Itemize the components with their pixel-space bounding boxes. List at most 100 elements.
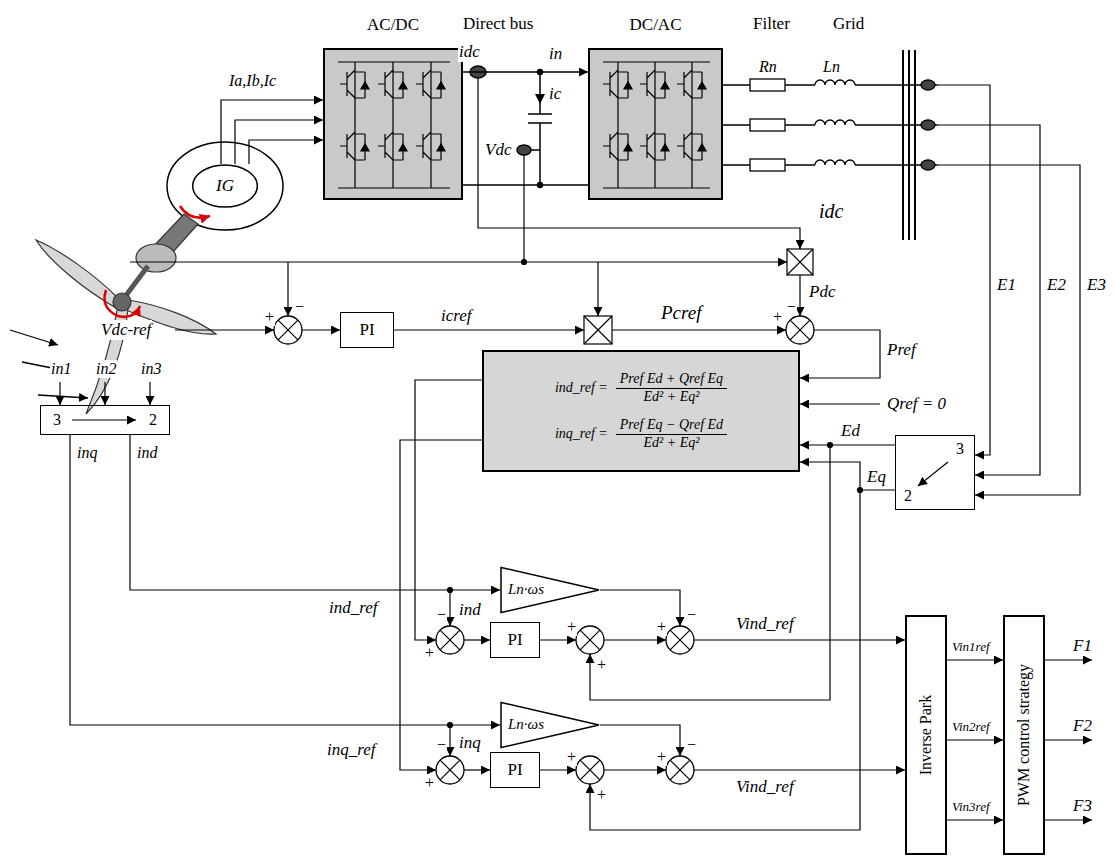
signal-name: Ed [840,421,861,441]
converter-drawing [323,48,723,200]
connector [800,462,895,490]
section-heading: Direct bus [462,14,534,34]
sign-symbol: + [656,618,667,636]
connector [947,739,1003,740]
signal-name: idc [818,200,844,223]
connector [130,435,500,590]
sign-symbol: − [686,606,697,624]
triangle-shape [501,567,599,612]
connector [463,184,588,186]
sign-symbol: + [656,748,667,766]
section-heading: Filter [752,14,791,34]
signal-name: icref [440,306,473,326]
ellipse-shape [193,165,258,207]
wind-turbine [10,142,283,414]
connector [235,120,323,164]
sign-symbol: + [264,308,275,326]
component-name: Ln [822,58,841,76]
gain-triangle: Ln·ωs [500,567,600,613]
signal-name: inq [76,444,98,462]
converter-outline [323,48,463,200]
node-text: Ed² + Eq² [643,435,699,451]
signal-name: ind [136,444,158,462]
signal-name: E3 [1086,275,1107,295]
sign-symbol: + [424,644,435,662]
inverse-park-block: Inverse Park [905,615,947,855]
sign-symbol: + [596,786,607,804]
node-text: 3 [53,411,61,429]
sign-symbol: − [294,298,305,316]
signal-name: idc [458,42,481,62]
connector [70,435,500,725]
sign-symbol: + [424,774,435,792]
converter-outline [588,48,723,200]
signal-name: Vdc-ref [100,320,152,340]
sign-symbol: − [436,606,447,624]
signal-name: Pcref [660,302,702,324]
sign-symbol: + [772,308,783,326]
signal-name: F2 [1072,716,1093,736]
park-transform-box: 32 [40,405,170,435]
generator-circle: IG [192,164,258,208]
node-text: Ln·ωs [508,581,544,598]
signal-name: Vdc [484,140,512,160]
park-transform-box: 32 [895,435,975,510]
grid-filter-drawing [723,50,938,240]
node-text: IG [216,176,234,196]
converter-block: DC/AC [588,10,723,200]
signal-name: in [548,44,563,64]
sign-symbol: + [566,618,577,636]
converter-block: AC/DC [323,10,463,200]
signal-name: in3 [140,360,162,378]
signal-name: in2 [95,360,117,378]
connector [221,100,323,164]
sign-symbol: + [566,748,577,766]
node-text: 2 [904,487,912,505]
node-text: 3 [956,440,964,458]
formula-row: inq_ref = Pref Eq − Qref EdEd² + Eq² [555,417,727,451]
signal-name: Eq [866,467,887,487]
signal-name: ind_ref [328,598,378,618]
triangle-shape [501,702,599,747]
connector [947,659,1003,660]
signal-name: F3 [1072,796,1093,816]
node-text: Ed² + Eq² [643,389,699,405]
sign-symbol: − [786,298,797,316]
node-text: DC/AC [588,10,723,40]
signal-name: Ia,Ib,Ic [228,72,277,90]
fraction: Pref Eq − Qref EdEd² + Eq² [616,417,727,451]
gain-triangle: Ln·ωs [500,702,600,748]
node-text: ind_ref = [555,380,608,396]
node-text: Inverse Park [917,695,935,775]
signal-name: E2 [1046,275,1067,295]
section-heading: Grid [832,14,865,34]
sign-symbol: + [596,656,607,674]
fraction: Pref Ed + Qref EqEd² + Eq² [616,371,727,405]
connector [947,819,1003,820]
node-text: inq_ref = [555,426,608,442]
edge-label: Vin1ref [951,640,991,655]
signal-name: Vind_ref [735,614,795,634]
pi-controller: PI [340,312,394,348]
dc-bus-drawing [470,66,800,262]
pwm-block: PWM control strategy [1003,615,1045,855]
current-reference-block: ind_ref = Pref Ed + Qref EqEd² + Eq² inq_r… [482,350,800,472]
pi-controller: PI [490,752,540,788]
connector [463,71,588,73]
edge-label: Vin2ref [951,720,991,735]
signal-name: Qref = 0 [886,394,947,414]
signal-name: ic [548,84,562,104]
pi-controller: PI [490,622,540,658]
formula-row: ind_ref = Pref Ed + Qref EqEd² + Eq² [555,371,727,405]
signal-name: inq_ref [326,740,376,760]
signal-name: E1 [996,275,1017,295]
node-text: PWM control strategy [1015,664,1033,806]
sign-symbol: − [686,736,697,754]
node-text: AC/DC [323,10,463,40]
signal-name: Vind_ref [735,777,795,797]
summing-junctions [274,316,814,784]
node-text: PI [507,760,522,780]
edge-label: Vin3ref [951,800,991,815]
component-name: Rn [758,58,778,76]
